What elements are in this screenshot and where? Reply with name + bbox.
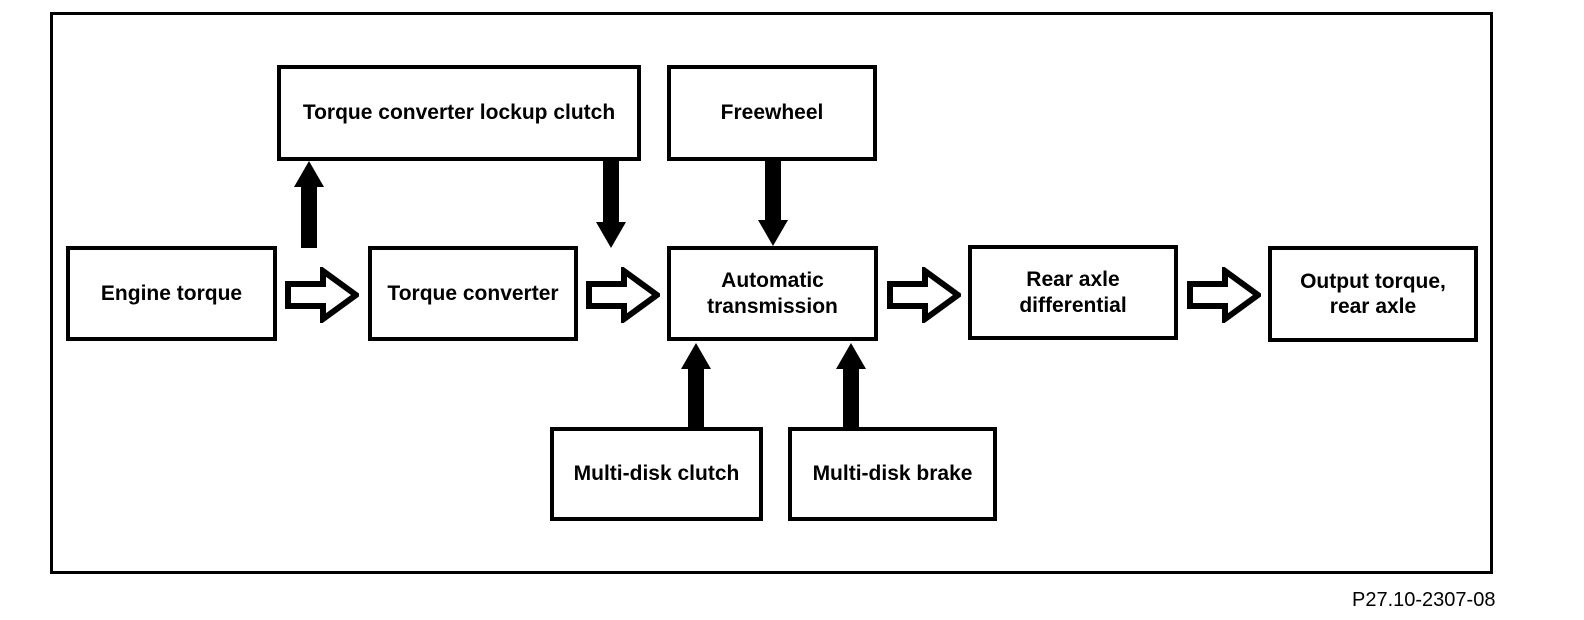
figure-reference-code: P27.10-2307-08: [1352, 589, 1496, 611]
hollow-arrow-right-icon: [586, 265, 663, 325]
arrow-shaft: [843, 369, 859, 427]
solid-arrow-down-icon: [596, 161, 626, 248]
node-multi-disk-brake: Multi-disk brake: [788, 427, 997, 521]
solid-arrow-down-icon: [758, 161, 788, 246]
node-multi-disk-clutch: Multi-disk clutch: [550, 427, 763, 521]
node-engine-torque: Engine torque: [66, 246, 277, 341]
node-label: Output torque, rear axle: [1300, 269, 1446, 318]
node-label: Engine torque: [100, 281, 243, 305]
node-label: Torque converter lockup clutch: [302, 101, 616, 125]
hollow-arrow-right-icon: [1187, 265, 1264, 325]
node-torque-converter: Torque converter: [368, 246, 578, 341]
node-output-torque-rear-axle: Output torque, rear axle: [1268, 246, 1478, 342]
hollow-arrow-right-icon: [285, 265, 362, 325]
hollow-arrow-right-icon: [887, 265, 964, 325]
node-label: Automatic transmission: [707, 269, 838, 318]
arrowhead-up: [294, 161, 324, 187]
arrow-shaft: [603, 161, 619, 222]
solid-arrow-up-icon: [294, 161, 324, 248]
arrow-shaft: [688, 369, 704, 427]
arrow-shaft: [301, 187, 317, 248]
solid-arrow-up-icon: [681, 343, 711, 427]
arrowhead-down: [758, 220, 788, 246]
arrowhead-up: [681, 343, 711, 369]
node-label: Multi-disk clutch: [573, 462, 740, 486]
node-label: Multi-disk brake: [812, 462, 973, 486]
arrowhead-up: [836, 343, 866, 369]
node-freewheel: Freewheel: [667, 65, 877, 161]
arrowhead-down: [596, 222, 626, 248]
arrow-shaft: [765, 161, 781, 220]
node-label: Torque converter: [387, 281, 559, 305]
node-torque-converter-lockup-clutch: Torque converter lockup clutch: [277, 65, 641, 161]
solid-arrow-up-icon: [836, 343, 866, 427]
node-automatic-transmission: Automatic transmission: [667, 246, 878, 341]
node-label: Freewheel: [720, 101, 824, 125]
node-rear-axle-differential: Rear axle differential: [968, 245, 1178, 340]
node-label: Rear axle differential: [1019, 268, 1127, 317]
